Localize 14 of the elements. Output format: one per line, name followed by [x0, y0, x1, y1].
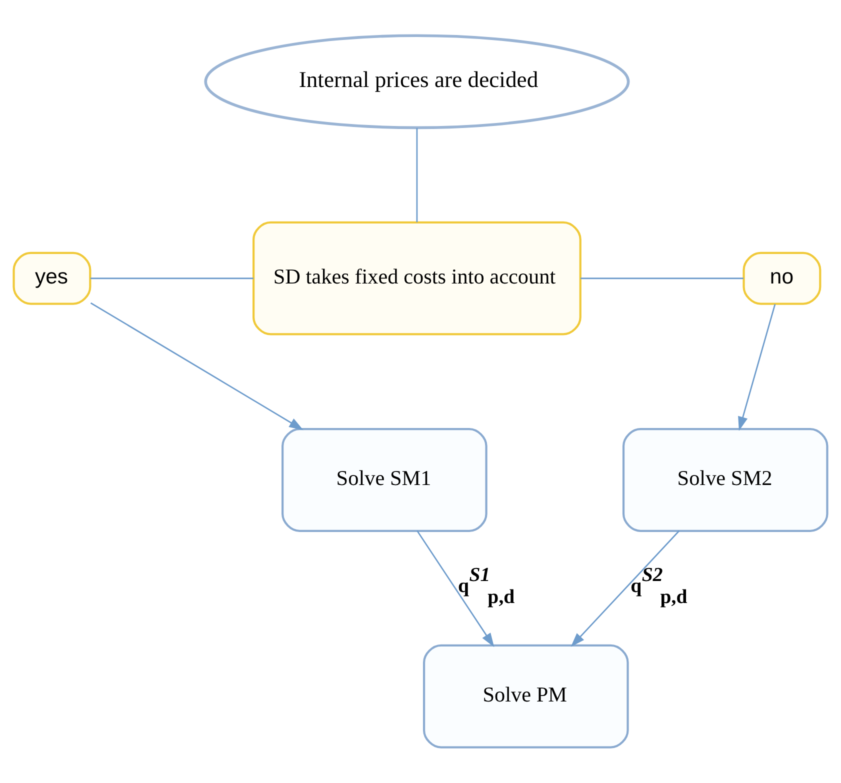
node-box: Solve SM1 [282, 428, 488, 532]
arrow [738, 304, 776, 431]
node-box: Solve SM2 [622, 428, 828, 532]
node-box: no [742, 252, 822, 305]
connector [416, 128, 418, 222]
arrow [570, 530, 680, 647]
node-box: yes [12, 252, 92, 305]
node-box: SD takes fixed costs into account [252, 221, 582, 336]
connector [90, 278, 254, 280]
arrow [90, 302, 304, 430]
connector [580, 278, 744, 280]
node-box: Solve PM [422, 644, 629, 748]
node-ellipse: Internal prices are decided [204, 34, 630, 130]
arrow [416, 530, 494, 648]
